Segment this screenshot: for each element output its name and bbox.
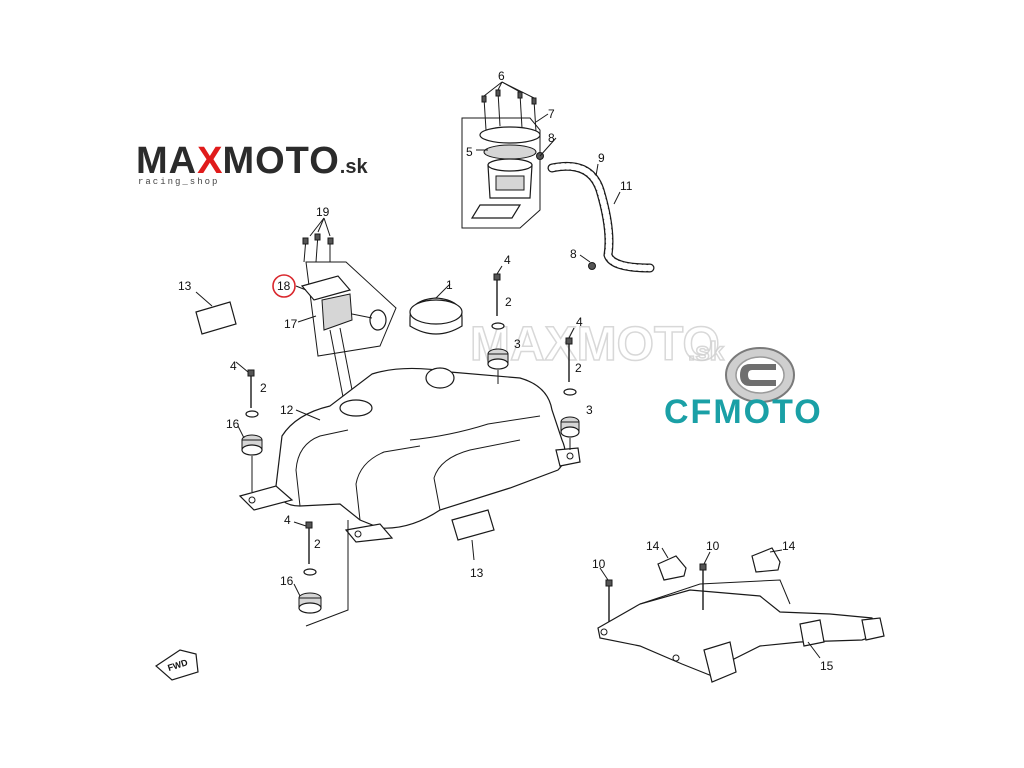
watermark: MAXMOTO .sk bbox=[469, 317, 725, 372]
callout-19: 19 bbox=[316, 205, 330, 219]
cfmoto-logo-text: CFMOTO bbox=[664, 393, 823, 431]
fuel-tank bbox=[238, 367, 581, 543]
callout-14-left: 14 bbox=[646, 539, 660, 553]
fuel-sender-assembly bbox=[300, 233, 397, 403]
watermark-text: MAXMOTO bbox=[470, 318, 720, 371]
cfmoto-emblem-icon bbox=[725, 347, 795, 403]
callout-11: 11 bbox=[620, 179, 633, 193]
callout-16-bottom: 16 bbox=[280, 574, 294, 588]
callout-3-right: 3 bbox=[586, 403, 593, 417]
callout-4-centre: 4 bbox=[504, 253, 511, 267]
warning-label-left bbox=[195, 291, 237, 335]
warning-label-right bbox=[451, 509, 495, 561]
callout-14-right: 14 bbox=[782, 539, 796, 553]
callout-2-bottom: 2 bbox=[314, 537, 321, 551]
callout-4-right: 4 bbox=[576, 315, 583, 329]
fuel-cap bbox=[409, 283, 463, 335]
callout-13-left: 13 bbox=[178, 279, 192, 293]
maxmoto-logo: MAXMOTO.sk racing_shop bbox=[136, 140, 368, 187]
callout-6: 6 bbox=[498, 69, 505, 83]
bolt-stack-right bbox=[560, 337, 580, 450]
forward-arrow-icon: FWD bbox=[155, 649, 199, 681]
callout-8-top: 8 bbox=[548, 131, 555, 145]
callout-8-bottom: 8 bbox=[570, 247, 577, 261]
callout-2-centre: 2 bbox=[505, 295, 512, 309]
callout-3-centre: 3 bbox=[514, 337, 521, 351]
callout-4-bottom: 4 bbox=[284, 513, 291, 527]
callout-2-left: 2 bbox=[260, 381, 267, 395]
fuel-hose bbox=[547, 161, 655, 273]
callout-10-right: 10 bbox=[706, 539, 720, 553]
callout-15: 15 bbox=[820, 659, 834, 673]
callout-4-left: 4 bbox=[230, 359, 237, 373]
cfmoto-logo: CFMOTO bbox=[664, 347, 823, 431]
callout-5: 5 bbox=[466, 145, 473, 159]
callout-13-right: 13 bbox=[470, 566, 484, 580]
tank-bracket bbox=[597, 547, 885, 683]
callout-12: 12 bbox=[280, 403, 294, 417]
callout-17: 17 bbox=[284, 317, 298, 331]
watermark-suffix: .sk bbox=[688, 336, 725, 366]
callout-16-top: 16 bbox=[226, 417, 240, 431]
bolt-stack-bottom bbox=[298, 520, 349, 627]
callout-7: 7 bbox=[548, 107, 555, 121]
fuel-pump-assembly bbox=[461, 81, 557, 229]
callout-10-left: 10 bbox=[592, 557, 606, 571]
callout-18: 18 bbox=[277, 279, 291, 293]
callout-18-highlight bbox=[272, 274, 296, 298]
callout-2-right: 2 bbox=[575, 361, 582, 375]
bolt-stack-left bbox=[241, 369, 263, 492]
callouts: 1 2 2 2 2 3 3 4 4 4 4 5 6 7 8 8 9 10 10 … bbox=[178, 69, 834, 673]
maxmoto-tagline: racing_shop bbox=[138, 177, 219, 187]
maxmoto-logo-text-a: MAXMOTO.sk bbox=[136, 140, 368, 182]
leader-lines bbox=[235, 113, 821, 659]
bolt-stack-centre bbox=[487, 273, 509, 384]
callout-1: 1 bbox=[446, 278, 453, 292]
callout-9: 9 bbox=[598, 151, 605, 165]
